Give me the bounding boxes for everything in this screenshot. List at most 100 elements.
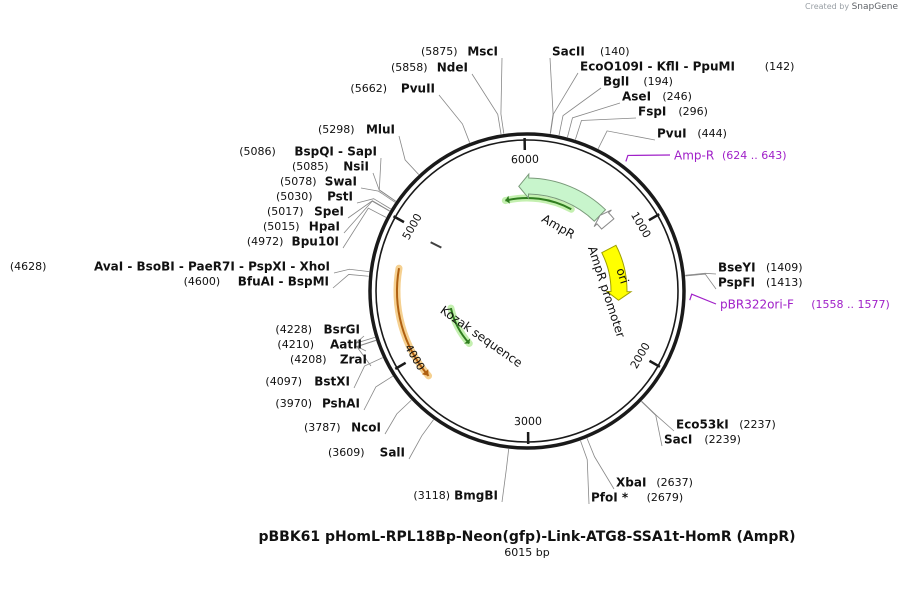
enzyme-leader xyxy=(360,187,396,203)
feature-arrow xyxy=(518,172,607,222)
enzyme-position: (5030) xyxy=(276,190,313,203)
tick-mark xyxy=(648,213,660,222)
enzyme-leader xyxy=(558,87,602,136)
enzyme-label: SacII xyxy=(552,45,585,59)
enzyme-label: AseI xyxy=(622,90,651,104)
enzyme-position: (194) xyxy=(643,75,673,88)
enzyme-leader xyxy=(356,198,391,210)
enzyme-label: SwaI xyxy=(325,175,357,189)
plasmid-title: pBBK61 pHomL-RPL18Bp-Neon(gfp)-Link-ATG8… xyxy=(258,529,796,545)
enzyme-position: (4972) xyxy=(247,235,284,248)
enzyme-position: (2237) xyxy=(739,418,776,431)
enzyme-position: (4228) xyxy=(275,323,312,336)
tick-mark xyxy=(648,359,661,368)
tick-mark xyxy=(394,361,407,370)
enzyme-position: (296) xyxy=(678,105,708,118)
arc-layer xyxy=(393,194,575,380)
enzyme-leader xyxy=(567,102,621,138)
enzyme-label: FspI xyxy=(638,105,666,119)
tick-label: 4000 xyxy=(402,342,427,373)
feature-marker xyxy=(430,241,442,249)
primer-range: (1558 .. 1577) xyxy=(811,298,890,311)
enzyme-position: (4210) xyxy=(277,338,314,351)
enzyme-leader xyxy=(597,130,656,149)
enzyme-position: (2679) xyxy=(647,491,684,504)
primer-leader xyxy=(625,154,671,162)
enzyme-position: (246) xyxy=(662,90,692,103)
enzyme-position: (5085) xyxy=(292,160,329,173)
enzyme-label: ZraI xyxy=(340,353,367,367)
enzyme-label: BfuAI - BspMI xyxy=(238,275,329,289)
enzyme-leader xyxy=(501,448,510,503)
feature-label: AmpR xyxy=(539,212,577,242)
strand-arrowhead xyxy=(464,338,471,344)
brand-prefix: Created by xyxy=(805,2,850,11)
enzyme-leader xyxy=(342,207,387,249)
enzyme-label: BglI xyxy=(603,75,629,89)
strand-arrowhead xyxy=(505,195,510,204)
enzyme-leader xyxy=(363,375,393,411)
feature-layer xyxy=(430,172,633,301)
tick-label: 2000 xyxy=(628,340,653,371)
primer-label: pBR322ori-F xyxy=(720,298,794,312)
enzyme-label: HpaI xyxy=(309,220,340,234)
enzyme-position: (3118) xyxy=(413,489,450,502)
feature-arrow xyxy=(601,244,633,301)
enzyme-label: NsiI xyxy=(343,160,369,174)
enzyme-leader xyxy=(372,172,396,202)
enzyme-position: (2239) xyxy=(704,433,741,446)
enzyme-label: PvuI xyxy=(657,127,687,141)
enzyme-label: PshAI xyxy=(322,397,360,411)
enzyme-leader xyxy=(685,273,717,290)
enzyme-leader xyxy=(378,157,397,202)
enzyme-position: (5015) xyxy=(263,220,300,233)
enzyme-label: PspFI xyxy=(718,276,755,290)
enzyme-label: PvuII xyxy=(401,82,435,96)
enzyme-position: (3970) xyxy=(275,397,312,410)
brand-name: SnapGene xyxy=(851,2,898,12)
feature-label: Kozak sequence xyxy=(438,303,525,370)
tick-label: 3000 xyxy=(514,415,542,428)
primer-label: Amp-R xyxy=(674,149,714,163)
enzyme-leader xyxy=(408,419,434,460)
strand-line xyxy=(396,268,430,377)
enzyme-leader xyxy=(333,268,370,274)
enzyme-position: (4600) xyxy=(184,275,221,288)
enzyme-position: (5086) xyxy=(239,145,276,158)
enzyme-position: (4628) xyxy=(10,260,47,273)
enzyme-label: SacI xyxy=(664,433,692,447)
tick-label: 6000 xyxy=(511,153,539,166)
tick-layer: 1000 2000 3000 4000 5000 6000 xyxy=(392,137,661,445)
enzyme-position: (5298) xyxy=(318,123,355,136)
enzyme-leader xyxy=(586,438,615,490)
enzyme-label: SpeI xyxy=(314,205,344,219)
enzyme-leader xyxy=(685,272,717,276)
backbone-outer xyxy=(368,132,686,450)
enzyme-leader xyxy=(347,200,390,219)
primer-leader xyxy=(689,293,717,305)
strand-line xyxy=(505,197,572,211)
tick-label: 5000 xyxy=(400,211,425,242)
strand-arrowhead xyxy=(421,369,429,376)
plasmid-length: 6015 bp xyxy=(504,546,550,559)
enzyme-leader xyxy=(471,73,502,135)
enzyme-leader xyxy=(384,399,412,435)
enzyme-position: (1409) xyxy=(766,261,803,274)
enzyme-label: NdeI xyxy=(437,61,468,75)
enzyme-leader xyxy=(575,117,637,140)
enzyme-label: MscI xyxy=(467,45,498,59)
enzyme-label: Eco53kI xyxy=(676,418,729,432)
enzyme-label: XbaI xyxy=(616,476,646,490)
tick-label: 1000 xyxy=(628,210,653,241)
enzyme-position: (142) xyxy=(765,60,795,73)
snapgene-watermark: Created by SnapGene xyxy=(805,2,898,12)
enzyme-leader xyxy=(398,135,420,175)
feature-arrow xyxy=(593,209,615,230)
enzyme-position: (5875) xyxy=(421,45,458,58)
enzyme-label: MluI xyxy=(366,123,395,137)
enzyme-position: (5078) xyxy=(280,175,317,188)
enzyme-position: (3787) xyxy=(304,421,341,434)
enzyme-leader xyxy=(500,57,505,134)
